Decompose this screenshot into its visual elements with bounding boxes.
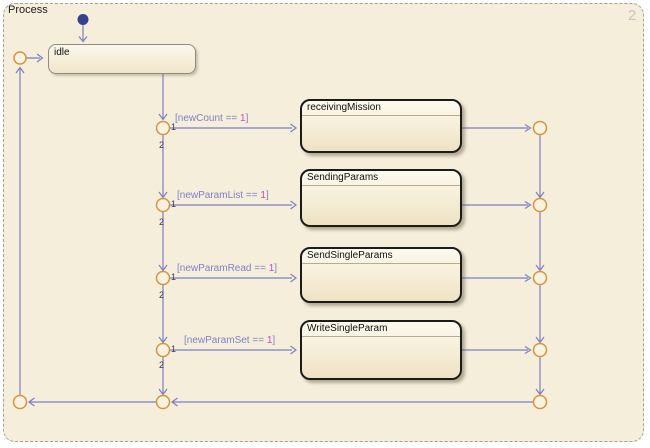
transition-condition-label[interactable]: [newCount == 1] — [175, 113, 248, 124]
condition-bracket: ] — [265, 190, 269, 201]
transition-SendingParams-exit[interactable] — [454, 200, 532, 210]
junction-right-2[interactable] — [532, 197, 548, 213]
condition-value: 1 — [260, 190, 266, 201]
condition-bracket: ] — [245, 113, 249, 124]
chart-page-number: 2 — [628, 7, 637, 24]
state-WriteSingleParam[interactable]: WriteSingleParam — [300, 320, 462, 380]
state-receivingMission-title: receivingMission — [302, 101, 460, 116]
default-transition-dot[interactable] — [77, 14, 89, 25]
transition-condition-label[interactable]: [newParamList == 1] — [177, 190, 269, 201]
transition-rjunction4-to-bottom[interactable] — [535, 356, 545, 396]
junction-right-1[interactable] — [532, 120, 548, 136]
state-SendSingleParams-title: SendSingleParams — [302, 249, 460, 264]
execution-order-label: 2 — [159, 290, 165, 300]
condition-text: [newParamSet == — [184, 335, 267, 346]
transition-topleft-into-idle[interactable] — [26, 53, 44, 63]
transition-junction4-to-bottom[interactable] — [158, 356, 168, 396]
condition-bracket: ] — [274, 263, 278, 274]
transition-into-SendingParams[interactable] — [170, 200, 298, 210]
transition-SendSingleParams-exit[interactable] — [454, 273, 532, 283]
transition-bottomright-to-bottommid[interactable] — [170, 397, 534, 407]
state-receivingMission[interactable]: receivingMission — [300, 99, 462, 153]
transition-condition-label[interactable]: [newParamSet == 1] — [184, 335, 275, 346]
condition-value: 1 — [266, 335, 273, 346]
junction-left-3[interactable] — [155, 270, 171, 286]
junction-top-left[interactable] — [13, 51, 27, 65]
transition-bottomleft-to-topleft[interactable] — [15, 66, 25, 396]
execution-order-label: 1 — [171, 272, 177, 282]
state-idle[interactable]: idle — [48, 44, 196, 74]
transition-junction2-to-junction3[interactable] — [158, 211, 168, 272]
condition-value: 1 — [240, 113, 246, 124]
junction-bottom-left[interactable] — [12, 394, 28, 410]
condition-value: 1 — [268, 263, 275, 274]
process-state-title[interactable]: Process — [8, 4, 48, 16]
transition-WriteSingleParam-exit[interactable] — [454, 345, 532, 355]
junction-bottom-mid[interactable] — [155, 394, 171, 410]
condition-text: [newParamList == — [177, 190, 261, 201]
transition-into-WriteSingleParam[interactable] — [170, 345, 298, 355]
junction-bottom-right[interactable] — [532, 394, 548, 410]
state-WriteSingleParam-title: WriteSingleParam — [302, 322, 460, 337]
condition-text: [newParamRead == — [177, 263, 269, 274]
condition-text: [newCount == — [175, 113, 241, 124]
execution-order-label: 2 — [159, 360, 165, 370]
junction-left-1[interactable] — [155, 120, 171, 136]
transition-junction3-to-junction4[interactable] — [158, 284, 168, 344]
transition-rjunction2-to-rjunction3[interactable] — [535, 211, 545, 272]
execution-order-label: 2 — [159, 140, 165, 150]
default-transition[interactable] — [78, 25, 88, 43]
state-SendSingleParams[interactable]: SendSingleParams — [300, 247, 462, 303]
junction-right-3[interactable] — [532, 270, 548, 286]
state-SendingParams[interactable]: SendingParams — [300, 169, 462, 227]
transition-junction1-to-junction2[interactable] — [158, 134, 168, 199]
transition-rjunction3-to-rjunction4[interactable] — [535, 284, 545, 344]
transition-rjunction1-to-rjunction2[interactable] — [535, 134, 545, 199]
transition-receivingMission-exit[interactable] — [454, 123, 532, 133]
transition-into-SendSingleParams[interactable] — [170, 273, 298, 283]
execution-order-label: 1 — [171, 199, 177, 209]
transition-condition-label[interactable]: [newParamRead == 1] — [177, 263, 277, 274]
state-SendingParams-title: SendingParams — [302, 171, 460, 186]
condition-bracket: ] — [272, 335, 276, 346]
state-idle-title: idle — [54, 47, 70, 58]
junction-left-2[interactable] — [155, 197, 171, 213]
junction-right-4[interactable] — [532, 342, 548, 358]
transition-idle-to-junction1[interactable] — [158, 74, 168, 121]
transition-bottommid-to-bottomleft[interactable] — [27, 397, 157, 407]
junction-left-4[interactable] — [155, 342, 171, 358]
execution-order-label: 2 — [159, 217, 165, 227]
execution-order-label: 1 — [171, 344, 177, 354]
execution-order-label: 1 — [171, 122, 177, 132]
transition-into-receivingMission[interactable] — [170, 123, 298, 133]
